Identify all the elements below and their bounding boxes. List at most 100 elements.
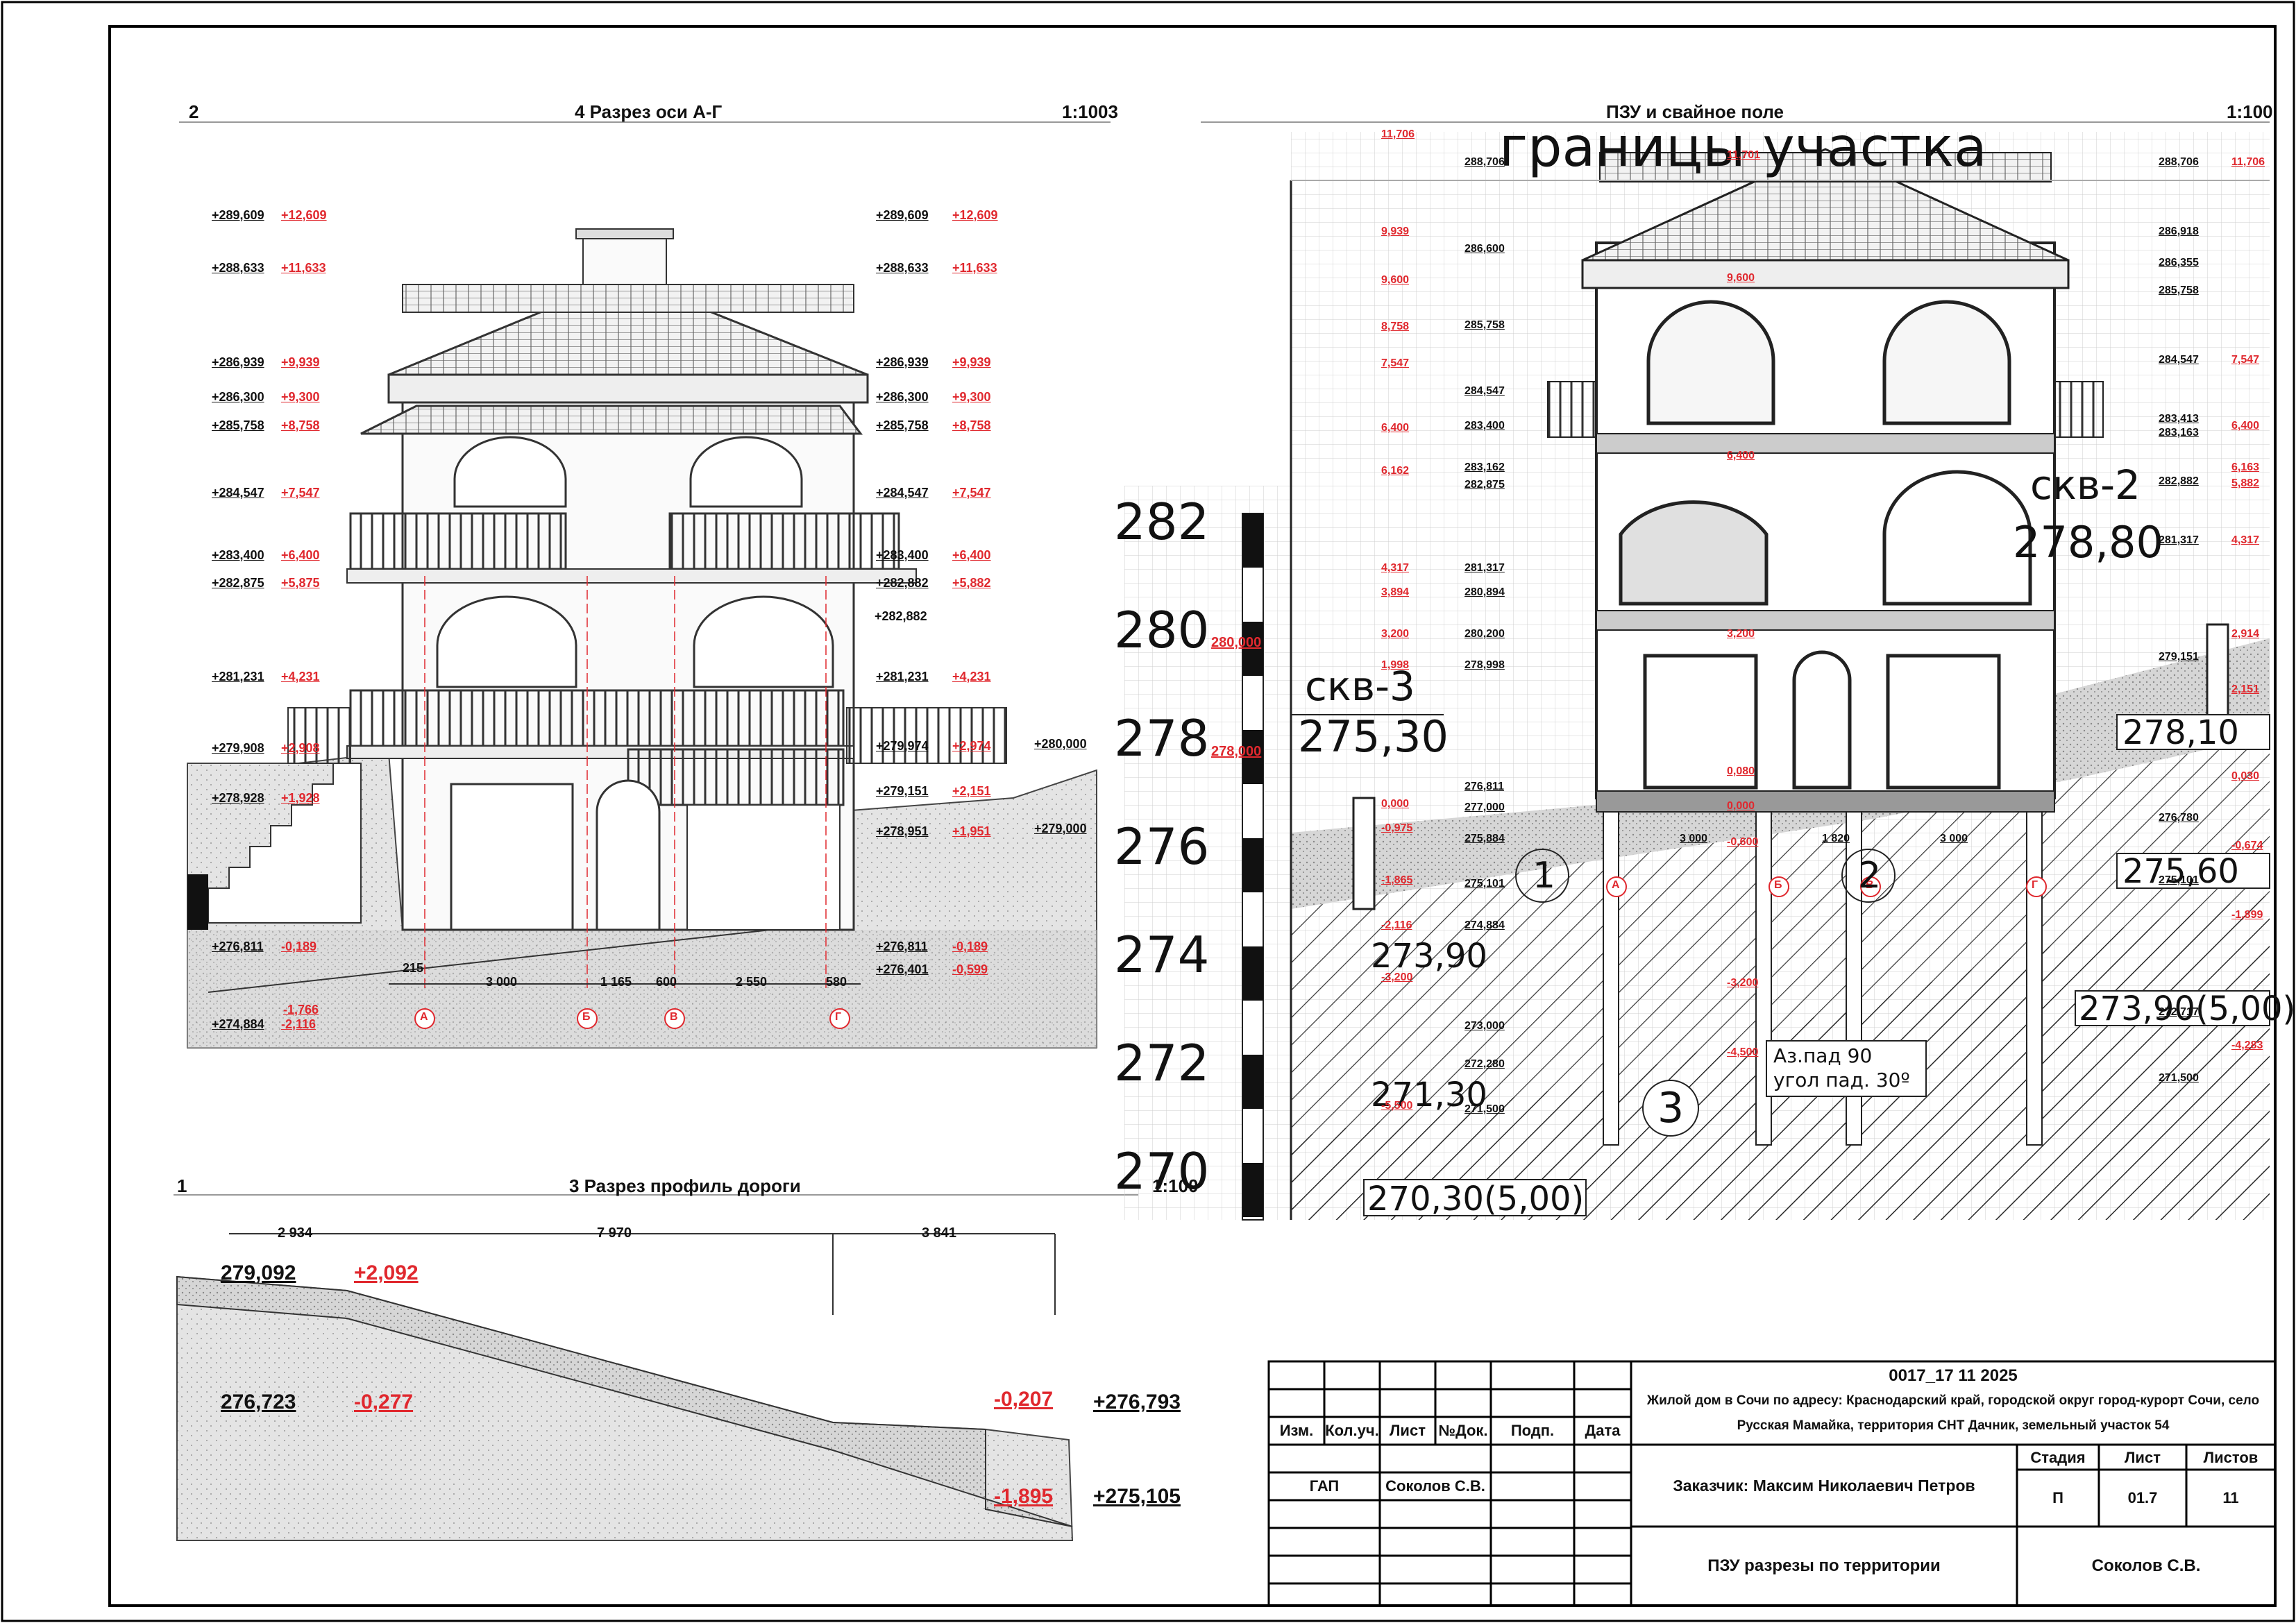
pzu-left-red: 9,600 (1381, 274, 1410, 286)
pzu-slab-2 (1596, 610, 2055, 631)
right-elev-rel: +2,974 (952, 739, 991, 753)
site-boundary-label: границы участка (1499, 117, 1987, 179)
left-dim-3: 600 (656, 975, 677, 989)
left-dim-2: 1 165 (600, 975, 632, 989)
section-a-g-drawing (187, 228, 1097, 1048)
arched-window-3 (436, 595, 577, 688)
lower-roof (360, 405, 863, 435)
level-273-90: 273,90 (1371, 937, 1487, 976)
pzu-right-abs: 288,706 (2159, 156, 2199, 168)
pzu-door-3 (1886, 654, 2001, 790)
box-273-90-5 (2075, 990, 2270, 1026)
pzu-mid-dim: 3 000 (1940, 833, 1968, 844)
sheets-value: 11 (2222, 1489, 2239, 1506)
pzu-right-abs: 281,317 (2159, 534, 2199, 546)
pzu-left-red: 4,317 (1381, 562, 1410, 574)
dim-215: 215 (403, 961, 424, 975)
road-dim-1: 2 934 (278, 1225, 313, 1241)
right-elev-rel: +6,400 (952, 548, 991, 562)
left-dim-1: 3 000 (486, 975, 518, 989)
pzu-left-red: 9,939 (1381, 226, 1410, 237)
pzu-left-red: 6,162 (1381, 465, 1410, 477)
right-section-scale: 1:100 (2227, 101, 2273, 122)
pzu-left-abs: 271,500 (1464, 1103, 1505, 1115)
pzu-axis-letter-b: Б (1774, 879, 1782, 891)
pzu-right-abs: 279,151 (2159, 651, 2199, 663)
road-dim-2: 7 970 (597, 1225, 632, 1241)
stair-base (187, 874, 208, 930)
left-section-number: 2 (189, 101, 199, 122)
pzu-left-red: -5,500 (1381, 1100, 1413, 1112)
elev-rel-1766: -1,766 (283, 1003, 319, 1017)
left-section-title: 4 Разрез оси А-Г (575, 101, 723, 122)
right-elev-abs: +285,758 (876, 418, 929, 432)
pzu-mid-red: 0,080 (1727, 765, 1755, 777)
col-izm: Изм. (1279, 1422, 1314, 1439)
left-elev-rel: +5,875 (281, 576, 320, 590)
pzu-right-abs: 286,918 (2159, 226, 2199, 237)
road-dim-3: 3 841 (922, 1225, 957, 1241)
pzu-axis-letter-v: В (1866, 879, 1874, 891)
left-elev-rel: +9,939 (281, 355, 320, 369)
pzu-right-red: 2,914 (2231, 628, 2260, 640)
pzu-right-red: -1,899 (2231, 909, 2263, 921)
scale-red-278: 278,000 (1211, 744, 1262, 759)
gap-name: Соколов С.В. (1385, 1477, 1485, 1495)
pzu-mid-red: 3,200 (1727, 628, 1755, 640)
road-el-3: +276,793 (1093, 1391, 1181, 1413)
pzu-left-abs: 278,998 (1464, 659, 1505, 671)
pzu-left-red: 0,000 (1381, 798, 1410, 810)
borehole-skv3 (1352, 797, 1376, 910)
scale-red-280: 280,000 (1211, 635, 1262, 650)
ground-door-left (450, 783, 574, 931)
pzu-mid-red: -3,200 (1727, 977, 1759, 989)
dip-angle: угол пад. 30º (1773, 1069, 1910, 1091)
scale-278: 278 (1114, 709, 1210, 767)
role-gap: ГАП (1309, 1477, 1340, 1495)
pzu-window-3-1 (1646, 300, 1775, 425)
right-elev-rel: +5,882 (952, 576, 991, 590)
pzu-left-abs: 280,894 (1464, 586, 1505, 598)
pzu-axis-letter-a: А (1612, 879, 1620, 891)
right-elev-abs: +284,547 (876, 486, 929, 500)
layer-marker-3 (1642, 1080, 1699, 1137)
right-elev-rel: +7,547 (952, 486, 991, 500)
scale-block-3 (1242, 730, 1263, 784)
col-podp: Подп. (1510, 1422, 1555, 1439)
pzu-left-red: -2,116 (1381, 919, 1412, 931)
right-elev-rel: +9,939 (952, 355, 991, 369)
title-block-frame (1267, 1360, 2277, 1607)
right-elev-rel: +4,231 (952, 670, 991, 683)
surface-layer (1291, 638, 2270, 909)
pzu-mid-red: -4,500 (1727, 1046, 1759, 1058)
road-el-3-rel: -0,207 (994, 1388, 1054, 1411)
side-railing-right (846, 707, 1007, 764)
pzu-left-abs: 280,200 (1464, 628, 1505, 640)
right-elev-abs: +282,882 (876, 576, 929, 590)
pzu-axis-letter-g: Г (2032, 879, 2038, 891)
road-section-title: 3 Разрез профиль дороги (569, 1175, 801, 1196)
scale-block-1 (1242, 513, 1263, 568)
left-elev-abs: +286,939 (212, 355, 264, 369)
pzu-left-abs: 285,758 (1464, 319, 1505, 331)
left-section-scale: 1:1003 (1062, 101, 1118, 122)
right-elev-rel: +8,758 (952, 418, 991, 432)
left-elev-abs: +274,884 (212, 1017, 264, 1031)
pzu-right-red: 2,151 (2231, 683, 2260, 695)
pzu-right-abs: 284,547 (2159, 354, 2199, 366)
pzu-right-red: 5,882 (2231, 477, 2260, 489)
pzu-left-red: -3,200 (1381, 971, 1413, 983)
author: Соколов С.В. (2091, 1556, 2201, 1575)
axis-bubble-g (829, 1008, 850, 1029)
scale-block-7 (1242, 1163, 1263, 1217)
ground-door-arch (596, 779, 661, 931)
pzu-left-red: 11,706 (1381, 128, 1415, 140)
customer: Заказчик: Максим Николаевич Петров (1673, 1476, 1975, 1495)
right-elev-abs: +276,401 (876, 962, 929, 976)
axis-letter-a: А (420, 1011, 428, 1023)
pile-4 (2026, 811, 2043, 1146)
right-elev-rel: +12,609 (952, 208, 998, 222)
skv3-label: скв-3 (1305, 663, 1415, 710)
pile-tip-box (1363, 1179, 1587, 1216)
